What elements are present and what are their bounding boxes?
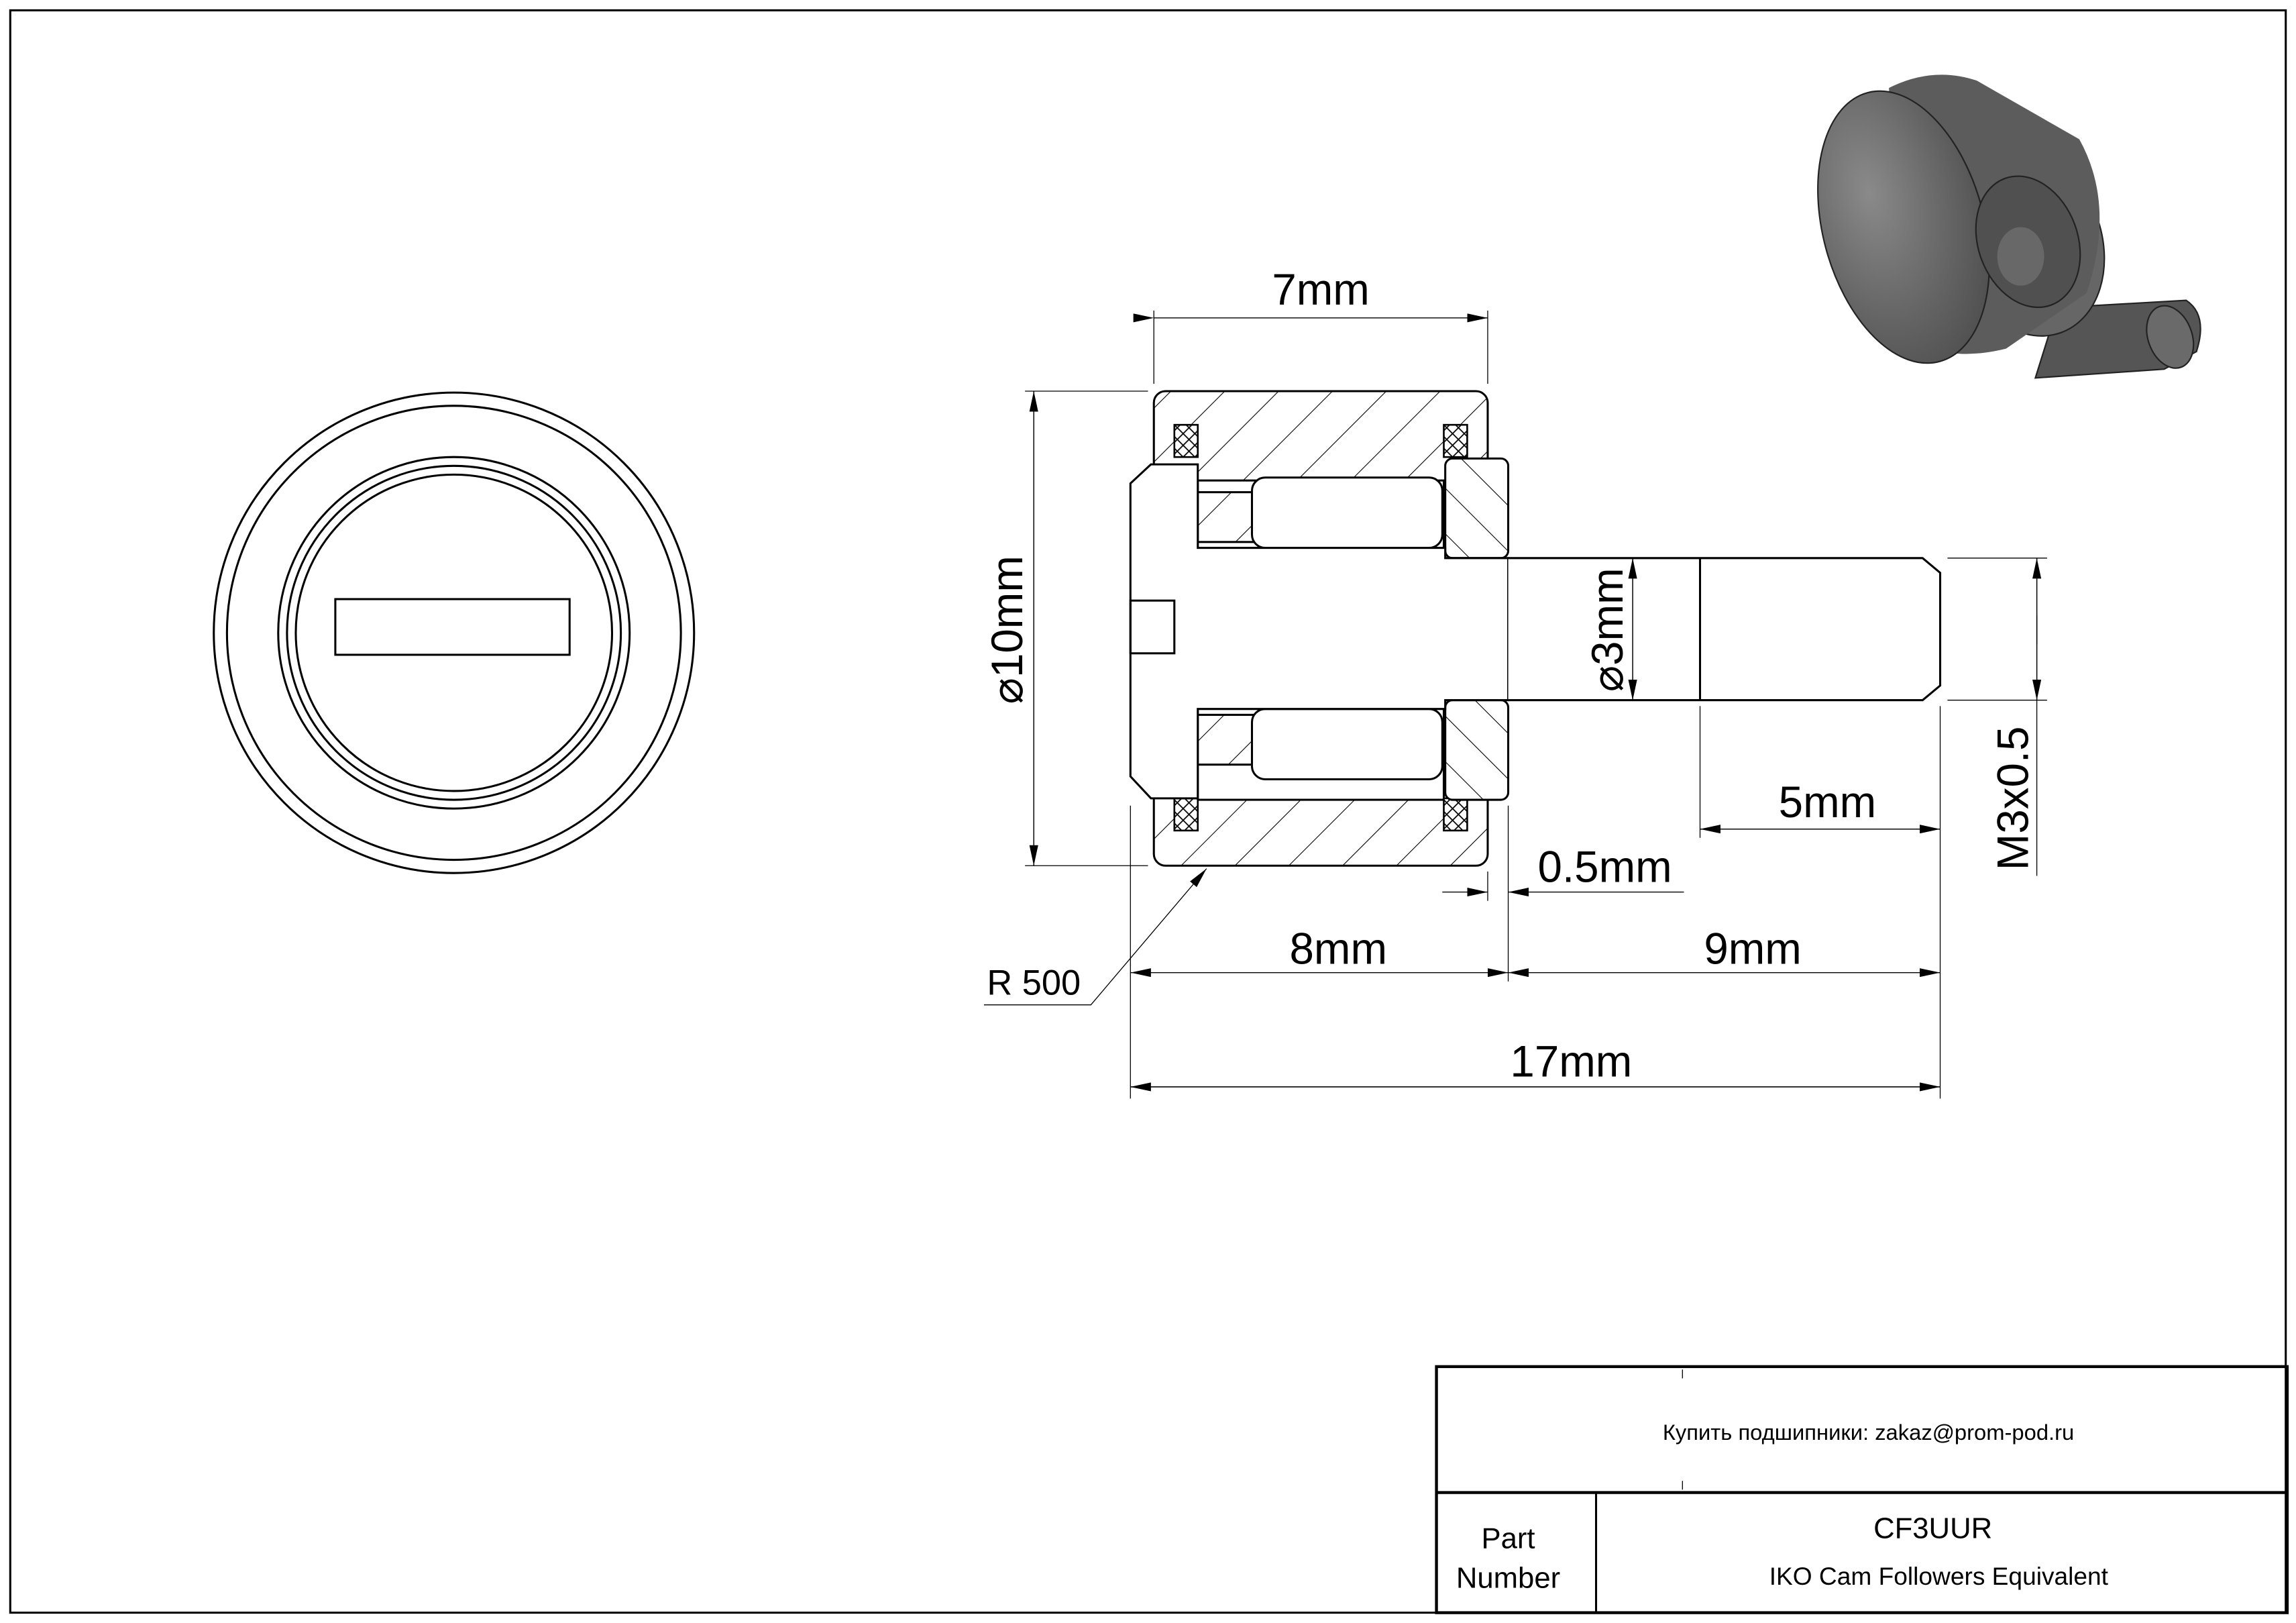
dim-outer-diameter: ⌀10mm <box>983 556 1032 704</box>
dim-head-length: 8mm <box>1290 925 1388 974</box>
screwdriver-slot <box>334 598 571 656</box>
section-view <box>1129 390 1942 867</box>
part-label: Part <box>1481 1522 1535 1555</box>
dim-total-length: 17mm <box>1510 1037 1632 1086</box>
dim-width: 7mm <box>1272 265 1370 314</box>
dimensions: 7mm ⌀10mm ⌀3mm M3x0.5 5mm 0.5mm 8mm <box>983 265 2047 1099</box>
number-label: Number <box>1456 1562 1560 1595</box>
dim-thread: M3x0.5 <box>1989 726 2038 870</box>
stud <box>1508 557 1942 702</box>
dim-stud-length: 9mm <box>1704 925 1802 974</box>
side-plate <box>1444 457 1510 560</box>
dim-stud-diameter: ⌀3mm <box>1583 568 1632 692</box>
part-number: CF3UUR <box>1873 1512 1992 1545</box>
dim-thread-length: 5mm <box>1779 778 1877 827</box>
dim-radius: R 500 <box>987 963 1081 1002</box>
dim-gap: 0.5mm <box>1538 842 1672 891</box>
title-block: Купить подшипники: zakaz@prom-pod.ru Par… <box>1435 1365 2289 1614</box>
needle-roller <box>1250 708 1443 781</box>
needle-roller <box>1250 476 1443 549</box>
stud-head <box>1129 463 1510 800</box>
contact-text: Купить подшипники: zakaz@prom-pod.ru <box>1663 1420 2074 1445</box>
part-description: IKO Cam Followers Equivalent <box>1769 1562 2109 1590</box>
sheet-border <box>9 9 2287 1614</box>
front-view <box>213 391 696 874</box>
part-3d-render <box>1817 74 2201 379</box>
